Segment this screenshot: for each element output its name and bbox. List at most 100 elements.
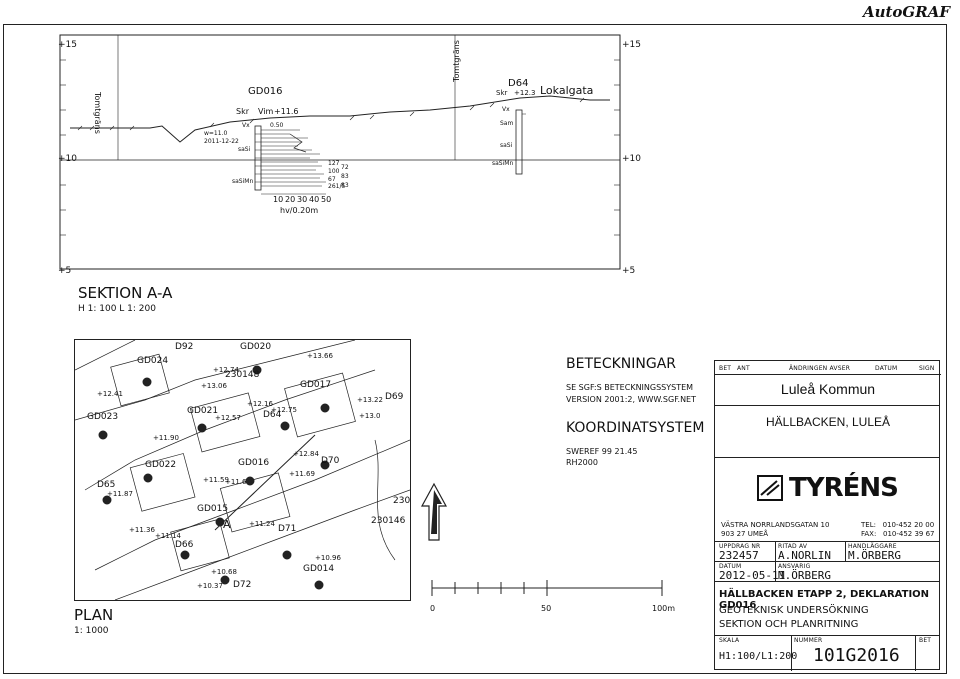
level-10-left: +10 (58, 154, 77, 164)
rev-andring: ÄNDRINGEN AVSER (789, 365, 851, 372)
section-scale: H 1: 100 L 1: 200 (78, 304, 156, 314)
plan-title: PLAN (74, 606, 114, 624)
gd016-method: Skr (236, 107, 249, 116)
plan-elev-7: +13.06 (201, 382, 227, 390)
gd016-depth: 0.50 (270, 122, 284, 129)
handl-value: M.ÖRBERG (848, 549, 901, 562)
rev-bet: BET (719, 365, 732, 372)
plan-drawing (75, 340, 410, 600)
skala-label: SKALA (719, 637, 740, 644)
gd016-w-date: 2011-12-22 (204, 138, 239, 145)
plan-view: GD024 D92 GD020 GD023 GD021 GD017 D69 GD… (74, 339, 411, 601)
contact-fax: FAX: 010-452 39 67 (861, 530, 935, 538)
plan-elev-10: +13.0 (359, 412, 381, 420)
plan-label-gd024: GD024 (137, 356, 169, 366)
plan-label-gd022: GD022 (145, 460, 177, 470)
nummer-value: 101G2016 (813, 645, 900, 666)
gd016-sasi: saSi (238, 146, 251, 153)
d64-layer-sasi: saSi (500, 142, 513, 149)
gd016-vx: Vx (242, 122, 250, 129)
ansvarig-label: ANSVARIG (778, 563, 811, 570)
gd016-axis-10: 10 (273, 195, 284, 204)
plan-elev-21: +12.16 (247, 400, 273, 408)
beteckningar-line-2: VERSION 2001:2, WWW.SGF.NET (566, 395, 696, 404)
plan-elev-12: +11.69 (289, 470, 315, 478)
ground-profile (70, 95, 610, 143)
address-2: 903 27 UMEÅ (721, 530, 769, 538)
plan-elev-17: +10.68 (211, 568, 237, 576)
koordinat-line-1: SWEREF 99 21.45 (566, 447, 638, 456)
gd016-axis-50: 50 (321, 195, 332, 204)
ansvarig-value: M.ÖRBERG (778, 569, 831, 582)
rev-ant: ANT (737, 365, 750, 372)
gd016-label: GD016 (248, 86, 283, 97)
ritad-label: RITAD AV (778, 543, 808, 550)
plan-label-d64: D64 (263, 410, 282, 420)
nummer-label: NUMMER (794, 637, 823, 644)
scale-tick-0: 0 (430, 604, 436, 613)
contact-tel: TEL: 010-452 20 00 (861, 521, 935, 529)
plan-section-mark: A (223, 518, 231, 531)
level-15-right: +15 (622, 40, 641, 50)
plan-label-gd016: GD016 (238, 458, 270, 468)
north-arrow (420, 482, 448, 541)
plan-elev-5: +12.57 (215, 414, 241, 422)
d64-layer-sam: Sam (500, 120, 514, 127)
plan-label-d92: D92 (175, 342, 194, 352)
plan-label-d70: D70 (321, 456, 340, 466)
plan-elev-2: +11.90 (153, 434, 179, 442)
datum-value: 2012-05-11 (719, 569, 786, 582)
gd016-elev: +11.6 (274, 107, 299, 116)
datum-label: DATUM (719, 563, 742, 570)
tomtgrans-right: Tomtgräns (452, 40, 461, 82)
section-view: +15 +10 +5 +15 +10 +5 Tomtgräns Tomtgrän… (50, 30, 650, 290)
client-name: Luleå Kommun (780, 381, 876, 397)
plan-label-gd015: GD015 (197, 504, 229, 514)
gd016-w: w=11.0 (204, 130, 228, 137)
plan-elev-13: +11.87 (107, 490, 133, 498)
plan-elev-20: +12.74 (213, 366, 239, 374)
gd016-val-6: 83 (341, 173, 349, 180)
level-10-right: +10 (622, 154, 641, 164)
plan-label-gd023: GD023 (87, 412, 119, 422)
scale-tick-100: 100m (652, 604, 676, 613)
desc-line-3: SEKTION OCH PLANRITNING (719, 619, 859, 630)
plan-elev-1: +12.41 (97, 390, 123, 398)
d64-elev: +12.3 (514, 89, 536, 97)
gd016-axis-20: 20 (285, 195, 296, 204)
rev-datum: DATUM (875, 365, 898, 372)
plan-label-230148: 230148 (225, 370, 260, 380)
gd016-axis-label: hv/0.20m (280, 206, 319, 215)
gd016-val-5: 72 (341, 164, 349, 171)
gd016-axis-30: 30 (297, 195, 308, 204)
plan-elev-18: +10.37 (197, 582, 223, 590)
d64-method: Skr (496, 89, 508, 97)
gd016-val-4: 261/5 (328, 183, 346, 190)
tyrens-mark-icon (757, 475, 783, 501)
uppdrag-label: UPPDRAG NR (719, 543, 761, 550)
koordinat-title: KOORDINATSYSTEM (566, 420, 705, 436)
gd016-axis-40: 40 (309, 195, 320, 204)
beteckningar-line-1: SE SGF:S BETECKNINGSSYSTEM (566, 383, 694, 392)
address-1: VÄSTRA NORRLANDSGATAN 10 (721, 521, 830, 529)
section-title: SEKTION A-A (78, 284, 173, 302)
d64-street: Lokalgata (540, 84, 594, 97)
drawing-border (3, 24, 947, 674)
plan-elev-19: +10.96 (315, 554, 341, 562)
plan-elev-6: +12.75 (271, 406, 297, 414)
d64-label: D64 (508, 78, 529, 89)
desc-line-1: HÄLLBACKEN ETAPP 2, DEKLARATION GD016 (719, 589, 930, 611)
company-logo: TYRÉNS (757, 473, 907, 503)
plan-label-230146: 230146 (371, 516, 406, 526)
gd016-val-1: 127 (328, 160, 340, 167)
section-drawing (59, 34, 621, 270)
plan-label-230: 230 (393, 496, 411, 506)
plan-label-d71: D71 (278, 524, 297, 534)
plan-elev-8: +13.66 (307, 352, 333, 360)
level-15-left: +15 (58, 40, 77, 50)
gd016-sasimn: saSiMn (232, 178, 254, 185)
bet-label: BET (919, 637, 932, 644)
rev-header: BET ANT ÄNDRINGEN AVSER DATUM SIGN (715, 361, 941, 375)
d64-layer-sasimn: saSiMn (492, 160, 514, 167)
autograf-brand: AutoGRAF (862, 3, 950, 21)
